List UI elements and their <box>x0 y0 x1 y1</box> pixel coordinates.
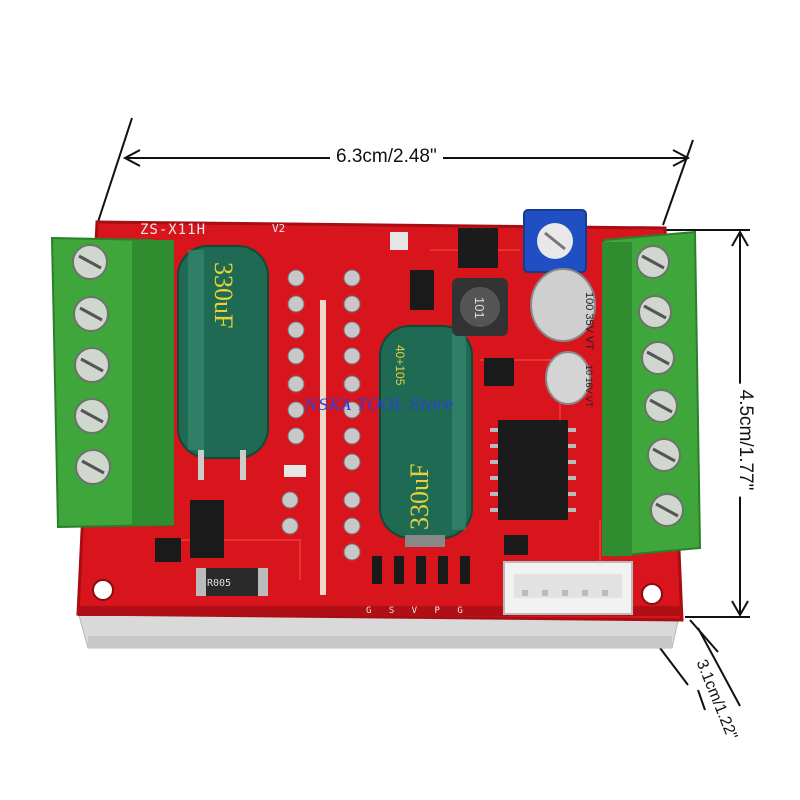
resistor <box>196 568 268 596</box>
smd-part <box>284 465 306 477</box>
smd-part <box>390 232 408 250</box>
diode <box>190 500 224 558</box>
dimension-width-line <box>96 117 694 226</box>
smd-part <box>484 358 514 386</box>
small-capacitor-2: 10 16V VT <box>545 351 594 408</box>
ic-chip-icon <box>490 420 576 520</box>
smd-part <box>504 535 528 555</box>
inductor-icon: 101 <box>452 278 508 336</box>
board-version-label: V2 <box>272 222 286 235</box>
potentiometer-icon <box>523 209 587 273</box>
pin-labels: G S V P G <box>366 606 469 616</box>
ic-chip-icon <box>458 228 498 268</box>
width-dimension-label: 6.3cm/2.48" <box>330 146 443 168</box>
copper-bar <box>320 300 326 595</box>
inductor-label: 101 <box>472 297 487 319</box>
small-capacitor-1: 100 35V VT <box>530 268 596 350</box>
capacitor-2-side-text: 40+105 <box>393 345 407 386</box>
store-watermark: NSKA TOOL Store <box>304 395 454 414</box>
screw-terminal-right <box>602 230 702 558</box>
capacitor-2-label: 330uF <box>405 464 434 530</box>
capacitor-icon: 330uF <box>177 245 269 480</box>
smd-part <box>410 270 434 310</box>
smd-part <box>155 538 181 562</box>
small-capacitor-2-label: 10 16V VT <box>584 365 594 408</box>
resistor-code-label: R005 <box>207 578 232 589</box>
dimension-depth-line <box>659 619 741 711</box>
small-capacitor-1-label: 100 35V VT <box>583 292 595 350</box>
capacitor-1-label: 330uF <box>209 262 238 328</box>
heatsink <box>77 611 681 649</box>
capacitor-icon: 330uF 40+105 <box>379 325 473 547</box>
signal-header <box>372 556 470 584</box>
solder-pads <box>281 269 361 561</box>
height-dimension-label: 4.5cm/1.77" <box>734 383 756 497</box>
screw-terminal-left <box>50 236 174 529</box>
board-model-label: ZS-X11H <box>140 222 207 238</box>
connector-icon <box>503 561 633 615</box>
